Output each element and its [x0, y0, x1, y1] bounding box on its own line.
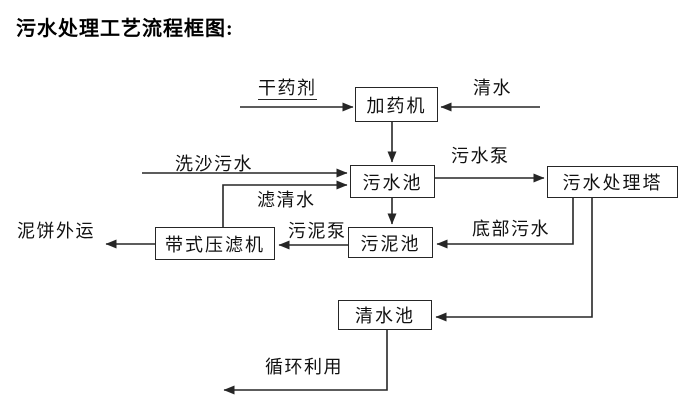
edge-tower-to-clean-pool: [435, 198, 593, 322]
edge-clean-pool-to-recycle: [223, 330, 388, 395]
edge-filtered-water-line: [222, 180, 348, 227]
edge-label-clean-water: 清水: [473, 78, 512, 98]
node-clean-water-pool: 清水池: [338, 300, 432, 330]
node-belt-filter-press: 带式压滤机: [155, 227, 275, 260]
edge-label-mud-cake-out: 泥饼外运: [17, 221, 95, 241]
page-title: 污水处理工艺流程框图:: [16, 18, 234, 40]
edge-label-filtered-water: 滤清水: [257, 190, 316, 210]
edge-label-sand-washing-sewage: 洗沙污水: [175, 154, 253, 174]
node-dosing-machine: 加药机: [355, 87, 438, 122]
node-sewage-pool: 污水池: [350, 165, 435, 198]
edge-label-dry-chemical: 干药剂: [258, 78, 317, 100]
edge-label-sewage-pump: 污水泵: [451, 146, 510, 166]
edge-label-bottom-sewage: 底部污水: [472, 219, 550, 239]
edge-label-recycling: 循环利用: [265, 357, 343, 377]
edge-bottom-sewage-line: [436, 198, 574, 249]
node-sludge-pool: 污泥池: [348, 227, 433, 258]
node-sewage-treatment-tower: 污水处理塔: [547, 166, 678, 198]
edge-label-sludge-pump: 污泥泵: [288, 221, 347, 241]
